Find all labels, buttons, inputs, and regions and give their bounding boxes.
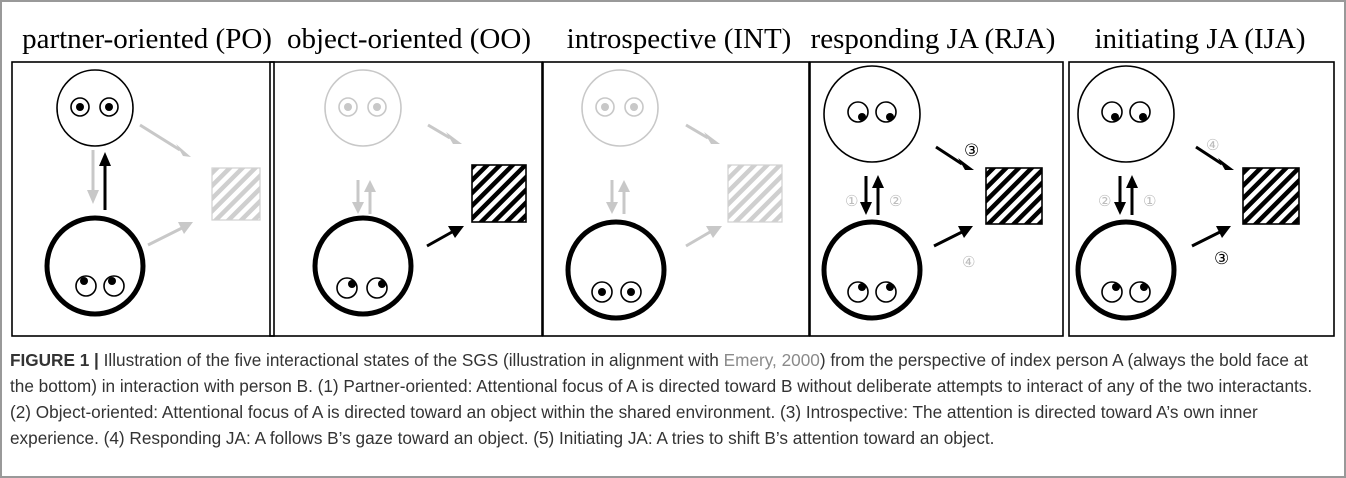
face-a-oo — [312, 215, 414, 317]
step-label-ija-a-b: ① — [1143, 192, 1156, 210]
step-label-ija-a-object: ③ — [1214, 249, 1229, 269]
face-a-po — [44, 215, 146, 317]
object-square-int — [727, 164, 783, 223]
step-label-ija-b-object: ④ — [1206, 136, 1219, 154]
arrow-a-to-object-ija — [1191, 226, 1231, 248]
face-a-int — [565, 219, 667, 321]
figure-label: FIGURE 1 | — [10, 350, 99, 370]
object-square-po — [211, 167, 261, 221]
panel-int: introspective (INT) — [542, 23, 810, 337]
arrow-b-to-a-oo — [352, 180, 364, 214]
panel-rja: responding JA (RJA) ③ ① — [809, 23, 1064, 337]
object-square-ija — [1242, 167, 1300, 225]
caption-text-1: Illustration of the five interactional s… — [98, 350, 724, 370]
step-label-rja-b-object: ③ — [964, 141, 979, 161]
step-label-rja-b-a: ① — [845, 192, 858, 210]
caption-text-2: ) from the perspective of index person A… — [10, 350, 1313, 448]
face-b-po — [56, 69, 134, 147]
face-a-rja — [821, 219, 923, 321]
arrow-b-to-object-rja — [935, 145, 974, 170]
citation-link[interactable]: Emery, 2000 — [723, 350, 820, 370]
panel-title-oo: object-oriented (OO) — [287, 23, 531, 55]
arrow-b-to-a-po — [87, 150, 99, 204]
arrow-a-to-b-oo — [364, 180, 376, 214]
step-label-rja-a-object: ④ — [962, 253, 975, 271]
arrow-a-to-object-po — [147, 222, 193, 247]
panel-oo: object-oriented (OO) — [269, 23, 543, 337]
panel-box-oo — [269, 61, 543, 337]
arrow-b-to-a-rja — [860, 176, 872, 215]
object-square-rja — [985, 167, 1043, 225]
diagram: partner-oriented (PO) — [11, 23, 1335, 337]
arrow-b-to-object-oo — [427, 123, 462, 144]
panel-title-rja: responding JA (RJA) — [811, 23, 1056, 55]
panel-box-po — [11, 61, 275, 337]
panel-box-rja — [809, 61, 1064, 337]
face-b-ija — [1077, 65, 1175, 163]
arrow-a-to-object-rja — [933, 226, 973, 248]
arrow-a-to-b-ija — [1126, 175, 1138, 215]
arrow-b-to-object-ija — [1195, 145, 1234, 170]
arrow-b-to-a-ija — [1114, 176, 1126, 215]
step-label-rja-a-b: ② — [889, 192, 902, 210]
arrow-a-to-object-int — [685, 226, 722, 248]
arrow-a-to-b-po — [99, 152, 111, 210]
panel-box-int — [542, 61, 810, 337]
face-b-oo — [324, 69, 402, 147]
panel-title-ija: initiating JA (IJA) — [1094, 23, 1305, 55]
object-square-oo — [471, 164, 527, 223]
arrow-a-to-object-oo — [426, 226, 464, 248]
face-b-rja — [823, 65, 921, 163]
face-a-ija — [1075, 219, 1177, 321]
panel-title-po: partner-oriented (PO) — [22, 23, 272, 55]
arrow-b-to-object-po — [139, 123, 191, 157]
arrow-b-to-object-int — [685, 123, 720, 144]
step-label-ija-b-a: ② — [1098, 192, 1111, 210]
face-b-int — [581, 69, 659, 147]
panel-po: partner-oriented (PO) — [11, 23, 275, 337]
panel-box-ija — [1068, 61, 1335, 337]
arrow-a-to-b-rja — [872, 175, 884, 215]
arrow-a-to-b-int — [618, 180, 630, 214]
figure-caption: FIGURE 1 | Illustration of the five inte… — [10, 347, 1336, 451]
panel-ija: initiating JA (IJA) ④ ② — [1068, 23, 1335, 337]
panel-title-int: introspective (INT) — [567, 23, 792, 55]
arrow-b-to-a-int — [606, 180, 618, 214]
